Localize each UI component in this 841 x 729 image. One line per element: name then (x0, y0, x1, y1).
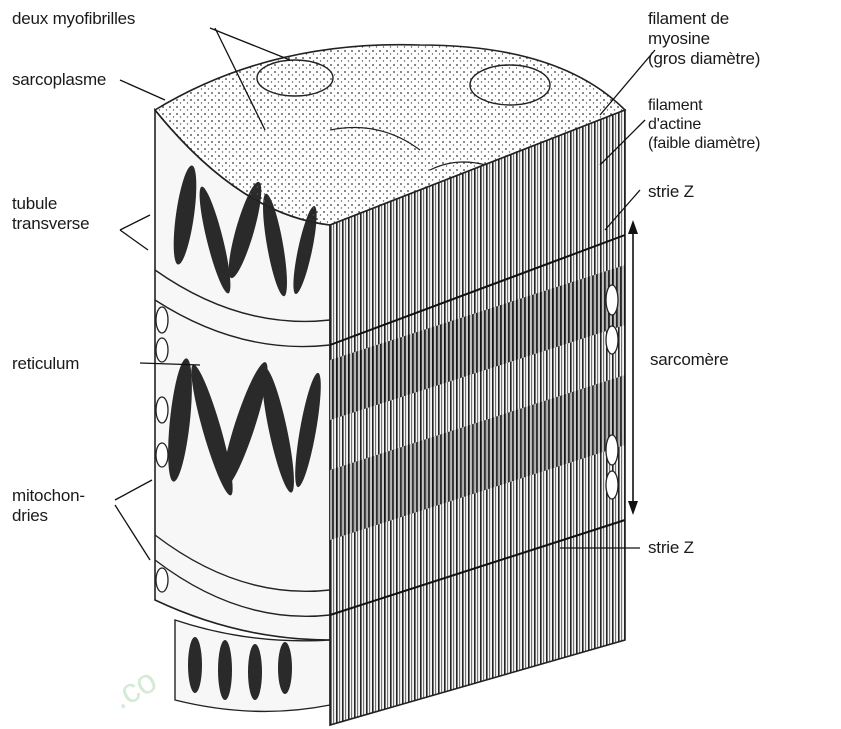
label-z-line-bottom: strie Z (648, 538, 694, 558)
label-t-tubule: tubule transverse (12, 194, 89, 234)
label-sarcomere: sarcomère (650, 350, 729, 370)
sarcomere-arrow (628, 220, 638, 515)
watermark: .co (105, 661, 163, 717)
label-actin: filament d'actine (faible diamètre) (648, 96, 760, 153)
label-myosin: filament de myosine (gros diamètre) (648, 9, 760, 69)
label-mitochondria: mitochon- dries (12, 486, 85, 526)
label-reticulum: reticulum (12, 354, 79, 374)
label-z-line-top: strie Z (648, 182, 694, 202)
label-sarcoplasm: sarcoplasme (12, 70, 106, 90)
label-myofibrils: deux myofibrilles (12, 9, 135, 29)
